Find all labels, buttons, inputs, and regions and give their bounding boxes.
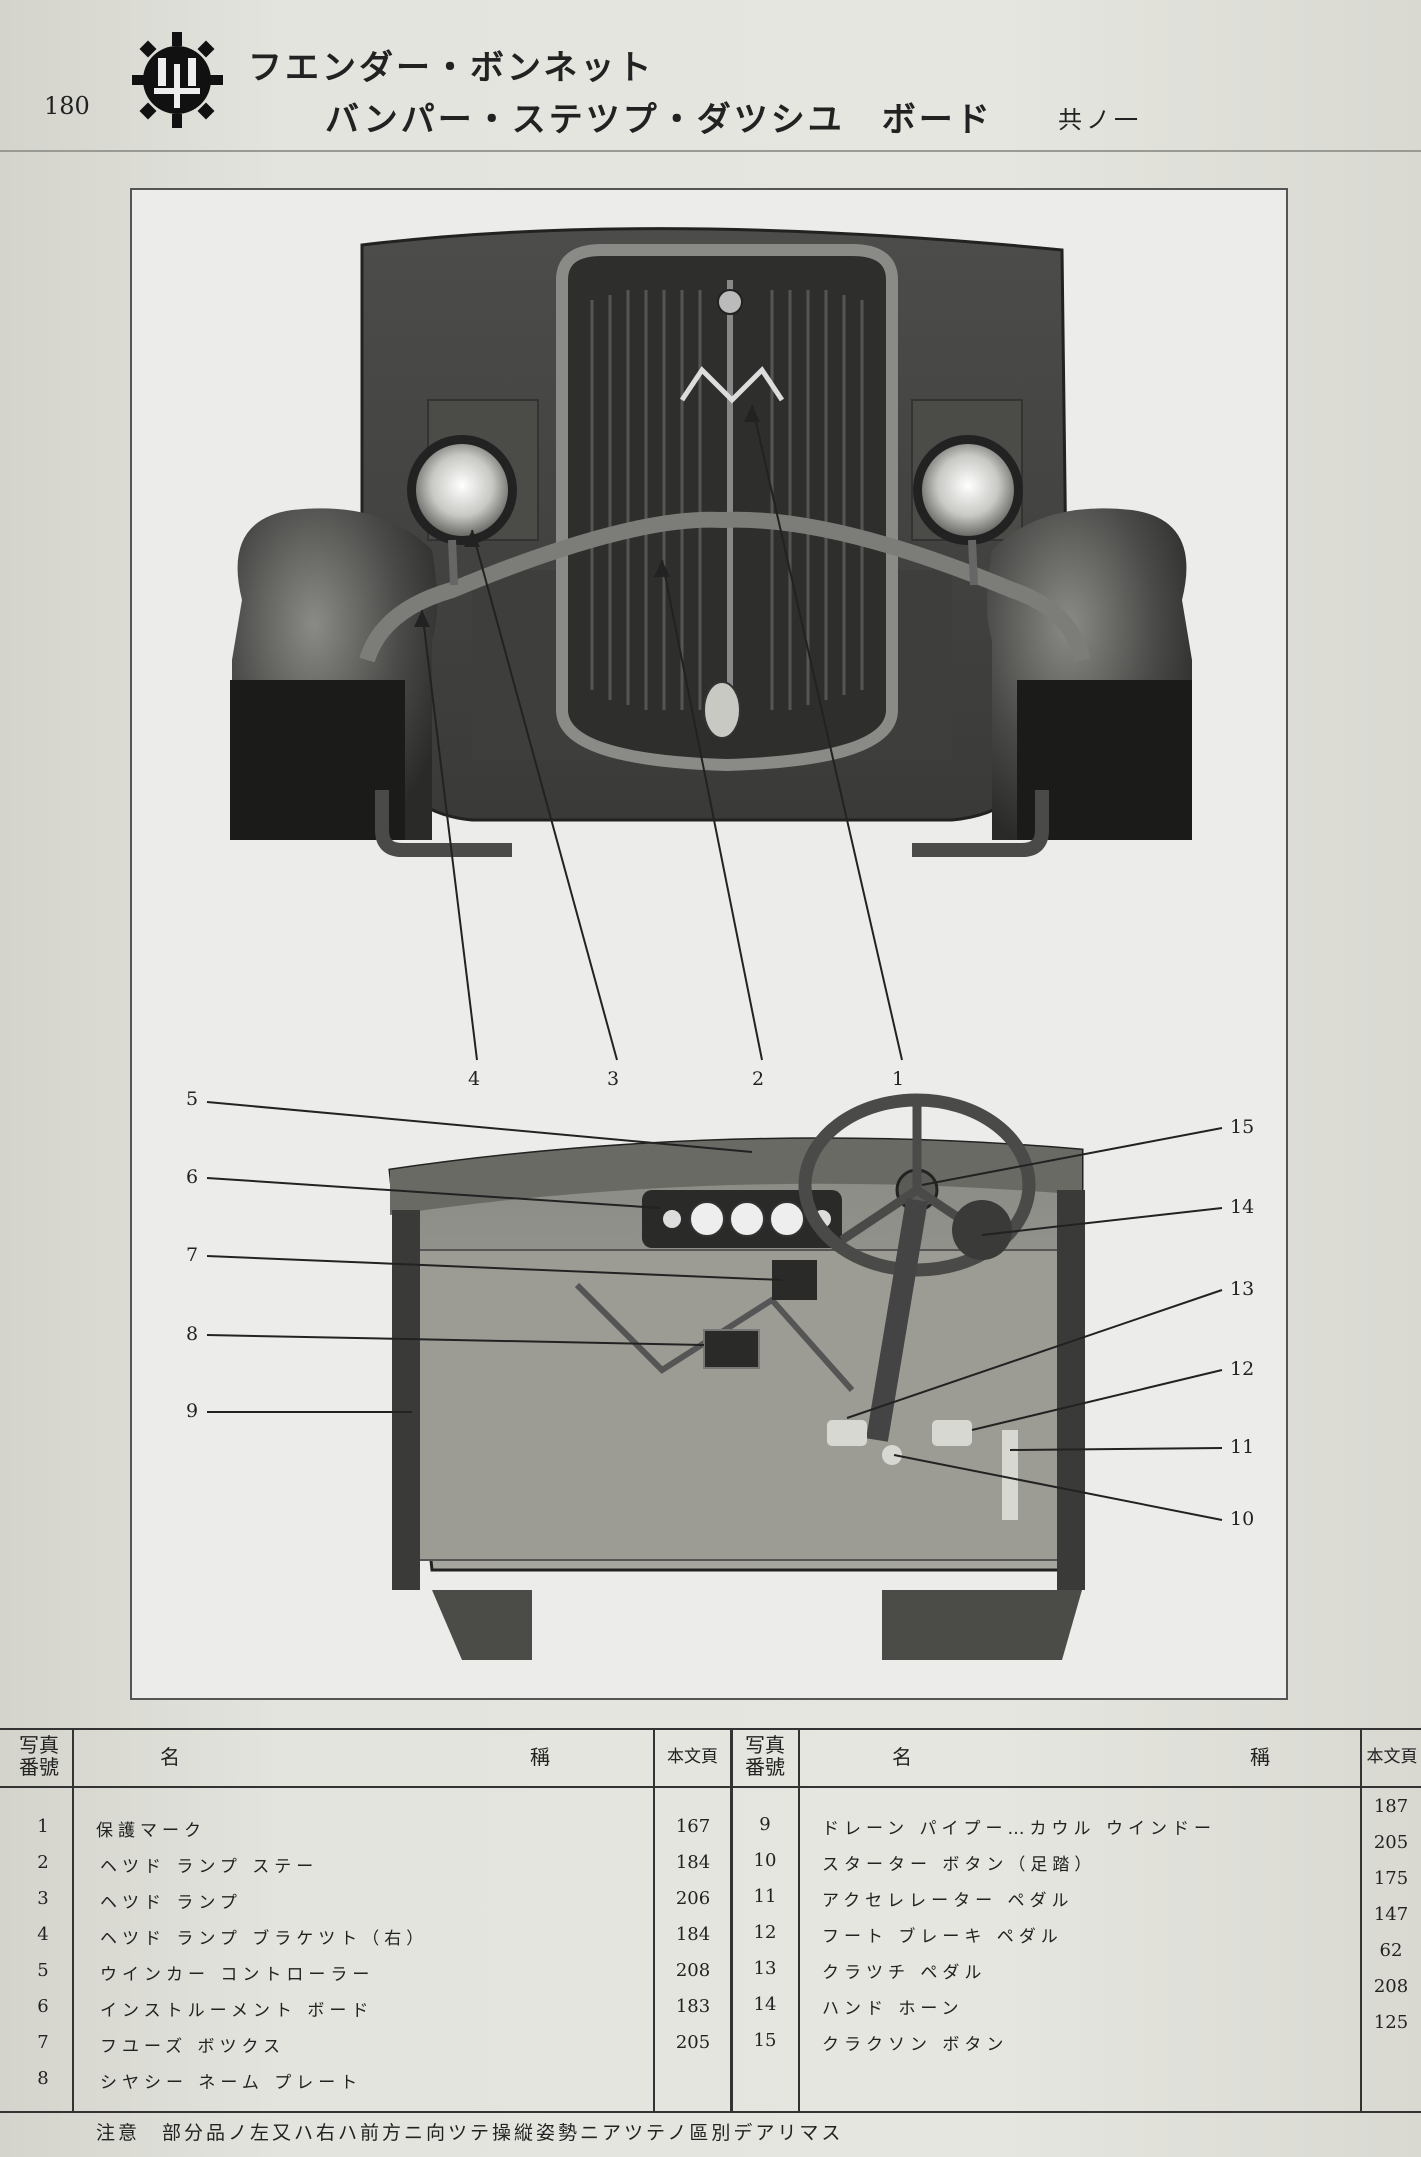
left-row-4-name: ヘツド ランプ ブラケツト（右）: [100, 1929, 429, 1949]
left-row-7-page: 205: [675, 2032, 711, 2053]
right-row-10-no: 10: [753, 1850, 777, 1871]
page-number: 180: [44, 92, 90, 120]
left-row-8-no: 8: [37, 2068, 49, 2089]
header-rule: [0, 150, 1421, 152]
header-name-left-right: 名: [892, 1745, 912, 1769]
right-row-13-name: クラツチ ペダル: [822, 1963, 987, 1983]
left-row-1-name: 保護マーク: [96, 1821, 206, 1841]
parts-illustration: [206, 227, 1223, 1690]
left-row-4-page: 184: [675, 1924, 711, 1945]
header-page-left: 本文頁: [667, 1747, 718, 1767]
left-row-4-no: 4: [37, 1924, 49, 1945]
callout-13: 13: [1230, 1278, 1255, 1300]
figure-frame: 1 2 3 4 5 6 7 8 9 10 11 12 13 14 15: [130, 188, 1288, 1700]
right-row-13-page: 62: [1379, 1940, 1403, 1961]
callout-5: 5: [186, 1088, 199, 1110]
callout-1: 1: [892, 1068, 905, 1090]
right-row-14-no: 14: [753, 1994, 777, 2015]
left-row-6-no: 6: [37, 1996, 49, 2017]
callout-4: 4: [468, 1068, 481, 1090]
footnote: 注意 部分品ノ左又ハ右ハ前方ニ向ツテ操縦姿勢ニアツテノ區別デアリマス: [96, 2122, 844, 2144]
right-row-9-name: ドレーン パイプー…カウル ウインドー: [822, 1819, 1216, 1839]
left-row-6-page: 183: [675, 1996, 711, 2017]
title-line-2: バンパー・ステツプ・ダツシユ ボード: [325, 100, 993, 140]
left-row-8-name: シヤシー ネーム プレート: [100, 2073, 363, 2093]
left-row-1-page: 167: [675, 1816, 711, 1837]
right-row-11-page: 175: [1373, 1868, 1409, 1889]
right-row-10-name: スターター ボタン（足踏）: [822, 1855, 1097, 1875]
left-row-2-page: 184: [675, 1852, 711, 1873]
header-name-left: 名: [160, 1745, 180, 1769]
header-photo-no-right: 写真番號: [745, 1733, 785, 1779]
dashboard-view: [206, 1093, 1223, 1690]
callout-14: 14: [1230, 1196, 1255, 1218]
right-row-13-no: 13: [753, 1958, 777, 1979]
callout-10: 10: [1230, 1508, 1255, 1530]
header-name-right-right: 稱: [1250, 1745, 1270, 1769]
left-row-3-page: 206: [675, 1888, 711, 1909]
callout-11: 11: [1230, 1436, 1255, 1458]
gear-logo-icon: [132, 32, 223, 128]
left-row-2-name: ヘツド ランプ ステー: [100, 1857, 319, 1877]
parts-table: 写真番號 名 稱 本文頁 写真番號 名 稱 本文頁 1 保護マーク 167 2 …: [0, 1728, 1421, 2128]
right-row-9-no: 9: [759, 1814, 771, 1835]
left-row-5-no: 5: [37, 1960, 49, 1981]
left-row-3-no: 3: [37, 1888, 49, 1909]
callout-3: 3: [607, 1068, 620, 1090]
left-row-6-name: インストルーメント ボード: [100, 2001, 374, 2021]
right-row-15-page: 125: [1373, 2012, 1409, 2033]
left-row-3-name: ヘツド ランプ: [100, 1893, 242, 1913]
left-row-5-page: 208: [675, 1960, 711, 1981]
right-row-14-name: ハンド ホーン: [822, 1999, 964, 2019]
right-row-12-no: 12: [753, 1922, 777, 1943]
right-row-10-page: 205: [1373, 1832, 1409, 1853]
callout-6: 6: [186, 1166, 199, 1188]
header-photo-no-left: 写真番號: [19, 1733, 59, 1779]
right-row-11-name: アクセレレーター ペダル: [822, 1891, 1074, 1911]
left-row-7-no: 7: [37, 2032, 49, 2053]
header-page-right: 本文頁: [1366, 1747, 1418, 1767]
callout-2: 2: [752, 1068, 765, 1090]
title-line-1: フエンダー・ボンネット: [248, 48, 655, 88]
front-view: [230, 227, 1192, 1061]
left-row-5-name: ウインカー コントローラー: [100, 1965, 375, 1985]
right-row-15-name: クラクソン ボタン: [822, 2035, 1009, 2055]
right-row-11-no: 11: [753, 1886, 777, 1907]
right-row-14-page: 208: [1373, 1976, 1409, 1997]
right-row-12-name: フート ブレーキ ペダル: [822, 1927, 1063, 1947]
callout-12: 12: [1230, 1358, 1255, 1380]
title-suffix: 共ノ一: [1058, 106, 1142, 134]
right-row-9-page: 187: [1373, 1796, 1409, 1817]
callout-15: 15: [1230, 1116, 1255, 1138]
right-row-15-no: 15: [753, 2030, 777, 2051]
left-row-2-no: 2: [37, 1852, 49, 1873]
callout-9: 9: [186, 1400, 199, 1422]
right-row-12-page: 147: [1373, 1904, 1409, 1925]
left-row-7-name: フユーズ ボツクス: [100, 2037, 286, 2057]
callout-7: 7: [186, 1244, 199, 1266]
callout-8: 8: [186, 1323, 199, 1345]
left-row-1-no: 1: [37, 1816, 49, 1837]
header-name-right-left: 稱: [530, 1745, 550, 1769]
